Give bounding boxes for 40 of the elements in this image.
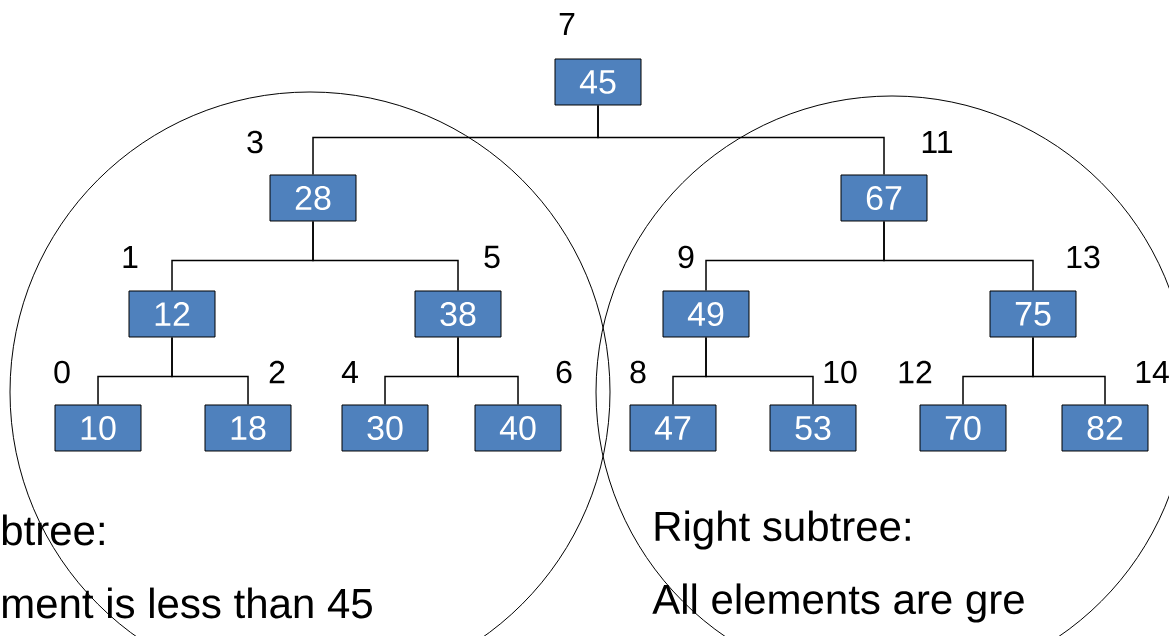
number-box: 38 <box>414 290 502 338</box>
subtree-caption: All elements are gre <box>652 583 1024 623</box>
tree-connector <box>312 220 459 292</box>
index-label: 11 <box>922 131 953 153</box>
number-box: 53 <box>769 404 857 452</box>
tree-connector <box>705 336 814 406</box>
index-label: 0 <box>54 360 70 384</box>
index-label: 1 <box>123 246 138 268</box>
index-label: 3 <box>247 130 263 154</box>
number-box: 28 <box>269 174 357 222</box>
subtree-caption: ment is less than 45 <box>3 587 372 619</box>
subtree-caption: Right subtree: <box>655 510 910 550</box>
tree-connector <box>171 336 249 406</box>
index-label: 7 <box>559 13 575 35</box>
tree-connector <box>883 220 1034 292</box>
tree-connector <box>457 336 519 406</box>
index-label: 6 <box>556 360 572 384</box>
number-box: 49 <box>662 290 750 338</box>
tree-connector <box>597 104 885 176</box>
number-box: 47 <box>629 404 717 452</box>
index-label: 2 <box>269 360 285 384</box>
number-box: 45 <box>554 58 642 106</box>
number-box: 18 <box>204 404 292 452</box>
index-label: 5 <box>484 245 500 269</box>
number-box: 40 <box>474 404 562 452</box>
number-box: 75 <box>989 290 1077 338</box>
index-label: 13 <box>1067 245 1100 269</box>
number-box: 30 <box>341 404 429 452</box>
index-label: 14 <box>1136 361 1169 383</box>
number-box: 70 <box>919 404 1007 452</box>
index-label: 10 <box>824 360 857 384</box>
index-label: 12 <box>899 360 932 384</box>
number-box: 67 <box>840 174 928 222</box>
index-label: 9 <box>678 245 694 269</box>
number-box: 12 <box>128 290 216 338</box>
tree-connector <box>1032 336 1106 406</box>
number-box: 82 <box>1061 404 1149 452</box>
index-label: 4 <box>341 361 358 383</box>
index-label: 8 <box>630 360 646 384</box>
number-box: 10 <box>54 404 142 452</box>
